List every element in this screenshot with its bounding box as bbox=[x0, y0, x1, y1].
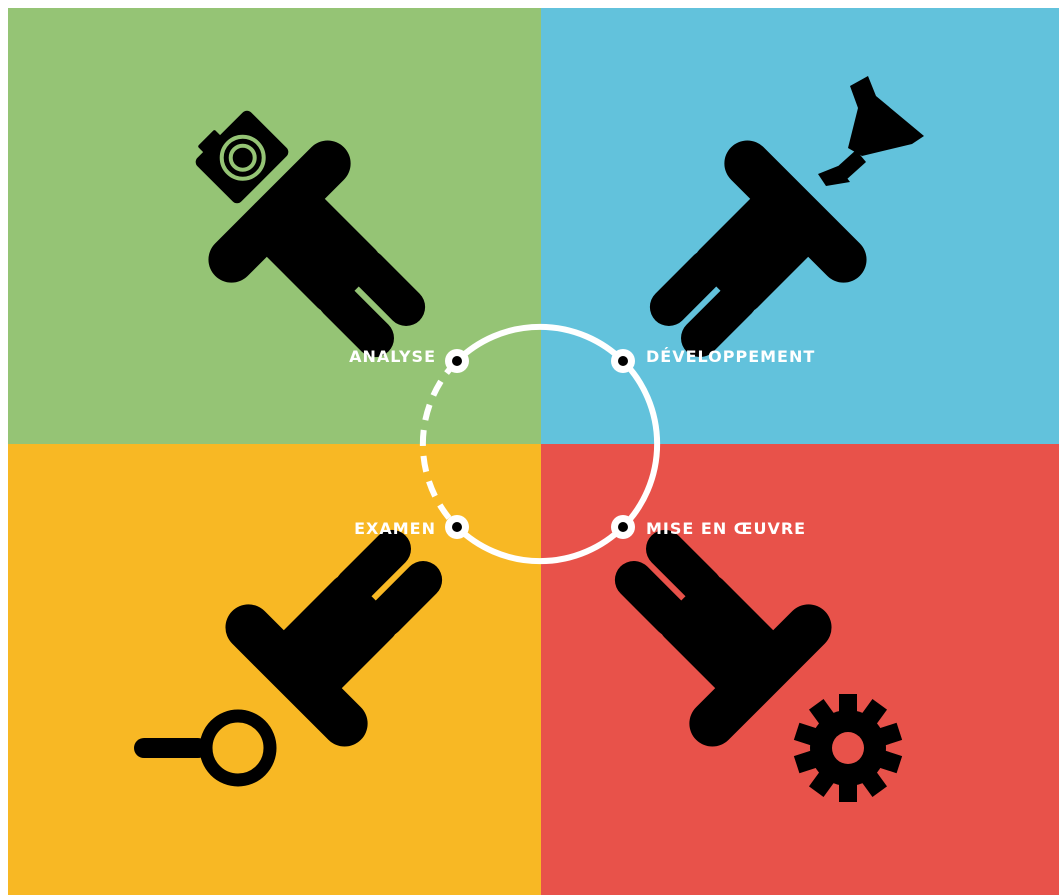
implementation-node bbox=[611, 515, 635, 539]
development-node bbox=[611, 349, 635, 373]
analysis-node bbox=[445, 349, 469, 373]
analysis-label: ANALYSE bbox=[349, 347, 436, 366]
funnel-icon bbox=[818, 76, 924, 186]
review-label: EXAMEN bbox=[354, 519, 436, 538]
gear-icon bbox=[794, 694, 902, 802]
magnifier-icon bbox=[134, 716, 270, 780]
development-label: DÉVELOPPEMENT bbox=[646, 347, 815, 366]
review-node bbox=[445, 515, 469, 539]
implementation-label: MISE EN ŒUVRE bbox=[646, 519, 806, 538]
